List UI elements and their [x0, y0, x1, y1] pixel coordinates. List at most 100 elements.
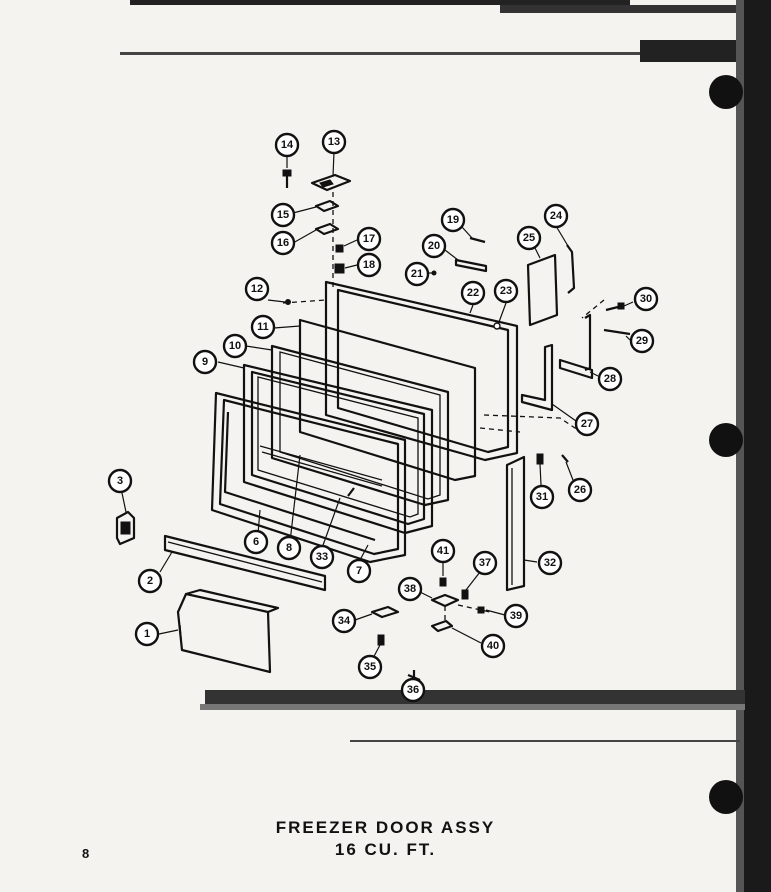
callout-16: 16	[270, 230, 296, 256]
handle-trim-parts	[431, 236, 488, 276]
callout-33: 33	[309, 544, 335, 570]
callout-label: 11	[257, 321, 269, 333]
callout-15: 15	[270, 202, 296, 228]
callout-9: 9	[192, 349, 218, 375]
callout-label: 41	[437, 545, 449, 557]
callout-label: 20	[428, 240, 440, 252]
callout-32: 32	[537, 550, 563, 576]
callout-label: 29	[636, 335, 648, 347]
callout-label: 21	[411, 268, 423, 280]
callout-label: 34	[338, 615, 351, 627]
callout-20: 20	[421, 233, 447, 259]
callout-27: 27	[574, 411, 600, 437]
callout-10: 10	[222, 333, 248, 359]
callout-label: 6	[253, 536, 259, 548]
callout-label: 40	[487, 640, 499, 652]
callout-label: 27	[581, 418, 593, 430]
callout-21: 21	[404, 261, 430, 287]
door-bin	[176, 588, 280, 674]
callout-label: 33	[316, 551, 328, 563]
callout-7: 7	[346, 558, 372, 584]
callout-label: 38	[404, 583, 416, 595]
callout-label: 25	[523, 232, 535, 244]
callout-30: 30	[633, 286, 659, 312]
callout-17: 17	[356, 226, 382, 252]
callout-1: 1	[134, 621, 160, 647]
handle-and-cover-parts	[526, 244, 576, 327]
callout-label: 16	[277, 237, 289, 249]
door-liner-10	[270, 344, 450, 507]
callout-label: 15	[277, 209, 289, 221]
callout-label: 8	[286, 542, 292, 554]
callout-label: 2	[147, 575, 153, 587]
door-gasket	[242, 363, 434, 535]
callout-23: 23	[493, 278, 519, 304]
callout-22: 22	[460, 280, 486, 306]
top-hinge-group	[282, 169, 352, 290]
callout-34: 34	[331, 608, 357, 634]
callout-label: 18	[363, 259, 375, 271]
bottom-trim-strip	[163, 534, 327, 592]
callout-label: 37	[479, 557, 491, 569]
scan-artifacts	[120, 0, 771, 892]
outer-door-panel	[282, 280, 519, 462]
callout-24: 24	[543, 203, 569, 229]
part-3-latch	[115, 510, 136, 546]
callout-label: 31	[536, 491, 548, 503]
callout-label: 23	[500, 285, 512, 297]
callout-label: 9	[202, 356, 208, 368]
callout-label: 24	[550, 210, 563, 222]
page-number: 8	[82, 846, 90, 861]
callout-14: 14	[274, 132, 300, 158]
callout-label: 28	[604, 373, 616, 385]
callout-38: 38	[397, 576, 423, 602]
callout-label: 26	[574, 484, 586, 496]
callout-31: 31	[529, 484, 555, 510]
callout-2: 2	[137, 568, 163, 594]
callout-36: 36	[400, 677, 426, 703]
callout-label: 30	[640, 293, 652, 305]
callout-11: 11	[250, 314, 276, 340]
callout-35: 35	[357, 654, 383, 680]
callout-label: 32	[544, 557, 556, 569]
bottom-hinge-group	[370, 577, 491, 688]
callout-label: 36	[407, 684, 419, 696]
callout-18: 18	[356, 252, 382, 278]
diagram-title: FREEZER DOOR ASSY 16 CU. FT.	[0, 818, 771, 860]
callout-label: 7	[356, 565, 362, 577]
callout-19: 19	[440, 207, 466, 233]
title-line-1: FREEZER DOOR ASSY	[275, 818, 496, 837]
right-side-brackets	[479, 299, 631, 433]
side-trim-strip	[505, 455, 526, 592]
callout-label: 13	[328, 136, 340, 148]
side-small-parts	[536, 453, 569, 465]
callout-label: 17	[363, 233, 375, 245]
leader-lines	[121, 151, 634, 681]
callout-label: 3	[117, 475, 123, 487]
callout-40: 40	[480, 633, 506, 659]
inner-door-liner	[210, 391, 407, 564]
callout-3: 3	[107, 468, 133, 494]
callout-28: 28	[597, 366, 623, 392]
callout-label: 1	[144, 628, 150, 640]
callout-6: 6	[243, 529, 269, 555]
callout-label: 22	[467, 287, 479, 299]
callout-37: 37	[472, 550, 498, 576]
callout-8: 8	[276, 535, 302, 561]
callout-29: 29	[629, 328, 655, 354]
part-callouts: 14 13 15 16 17 18 19 20 21 22 23 24 25 1…	[107, 129, 659, 703]
callout-label: 19	[447, 214, 459, 226]
callout-label: 12	[251, 283, 263, 295]
callout-26: 26	[567, 477, 593, 503]
callout-label: 35	[364, 661, 376, 673]
title-line-2: 16 CU. FT.	[334, 840, 437, 859]
callout-label: 14	[281, 139, 294, 151]
callout-12: 12	[244, 276, 270, 302]
callout-25: 25	[516, 225, 542, 251]
callout-39: 39	[503, 603, 529, 629]
callout-label: 10	[229, 340, 241, 352]
callout-label: 39	[510, 610, 522, 622]
callout-13: 13	[321, 129, 347, 155]
